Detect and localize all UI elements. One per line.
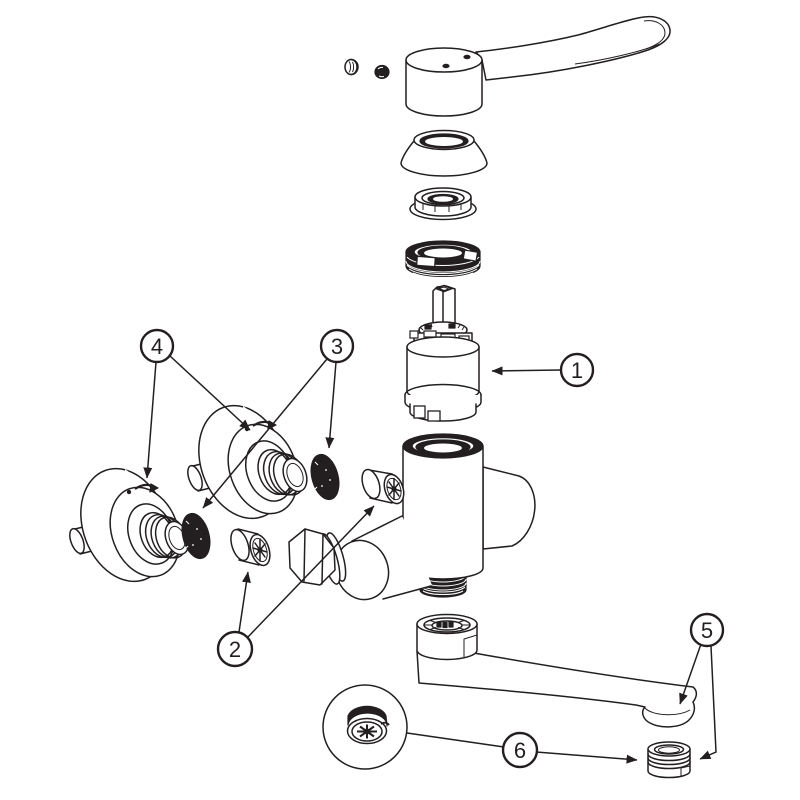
leader-5-spout-end <box>679 643 702 705</box>
callout-4-label: 4 <box>151 334 163 359</box>
filter-washer-front <box>181 512 211 560</box>
body-top-thread <box>402 433 484 459</box>
leader-2-rear-check-valve <box>246 505 375 639</box>
callout-5-label: 5 <box>701 618 713 643</box>
leader-3-front-washer <box>202 358 328 509</box>
right-inlet-tube <box>482 466 536 550</box>
grub-screw <box>374 64 390 80</box>
leader-2-front-check-valve <box>238 571 251 633</box>
callout-3: 3 <box>319 328 355 364</box>
leader-6-from-detail <box>406 732 505 748</box>
check-valve-rear <box>361 468 405 505</box>
left-inlet-tube <box>334 515 432 601</box>
leader-4-rear-union <box>169 355 251 431</box>
mixer-body <box>334 433 536 601</box>
wall-union-front <box>69 467 190 583</box>
indicator-cap-screw <box>344 58 359 76</box>
collar-ring <box>409 187 477 221</box>
callout-2-label: 2 <box>229 637 241 662</box>
callout-6-label: 6 <box>514 738 526 763</box>
callout-4: 4 <box>139 328 175 364</box>
callout-1: 1 <box>559 352 595 388</box>
hex-nut <box>288 528 347 586</box>
leader-6-aerator <box>535 751 638 764</box>
callout-3-label: 3 <box>331 334 343 359</box>
aerator <box>647 741 691 779</box>
leader-3-rear-washer <box>325 361 337 449</box>
leader-4-front-union <box>143 361 157 479</box>
dome-cap <box>400 129 488 177</box>
callout-5: 5 <box>689 612 725 648</box>
handle-indicator-dot <box>442 63 450 69</box>
leader-5-aerator <box>699 645 717 760</box>
wall-union-rear <box>187 404 308 520</box>
spout-swivel-nut <box>416 613 478 661</box>
callout-leaders <box>143 355 717 764</box>
callout-6: 6 <box>501 731 539 769</box>
lever-handle <box>405 15 671 117</box>
lock-ring <box>405 240 481 279</box>
aerator-detail-view <box>322 684 408 770</box>
callout-1-label: 1 <box>571 358 583 383</box>
leader-1-cartridge <box>491 366 562 376</box>
handle-indicator-dot <box>463 54 471 60</box>
check-valve-front <box>230 528 271 567</box>
spout <box>416 613 698 728</box>
callout-2: 2 <box>216 630 254 668</box>
filter-washer-rear <box>310 453 340 501</box>
cartridge <box>404 284 482 422</box>
